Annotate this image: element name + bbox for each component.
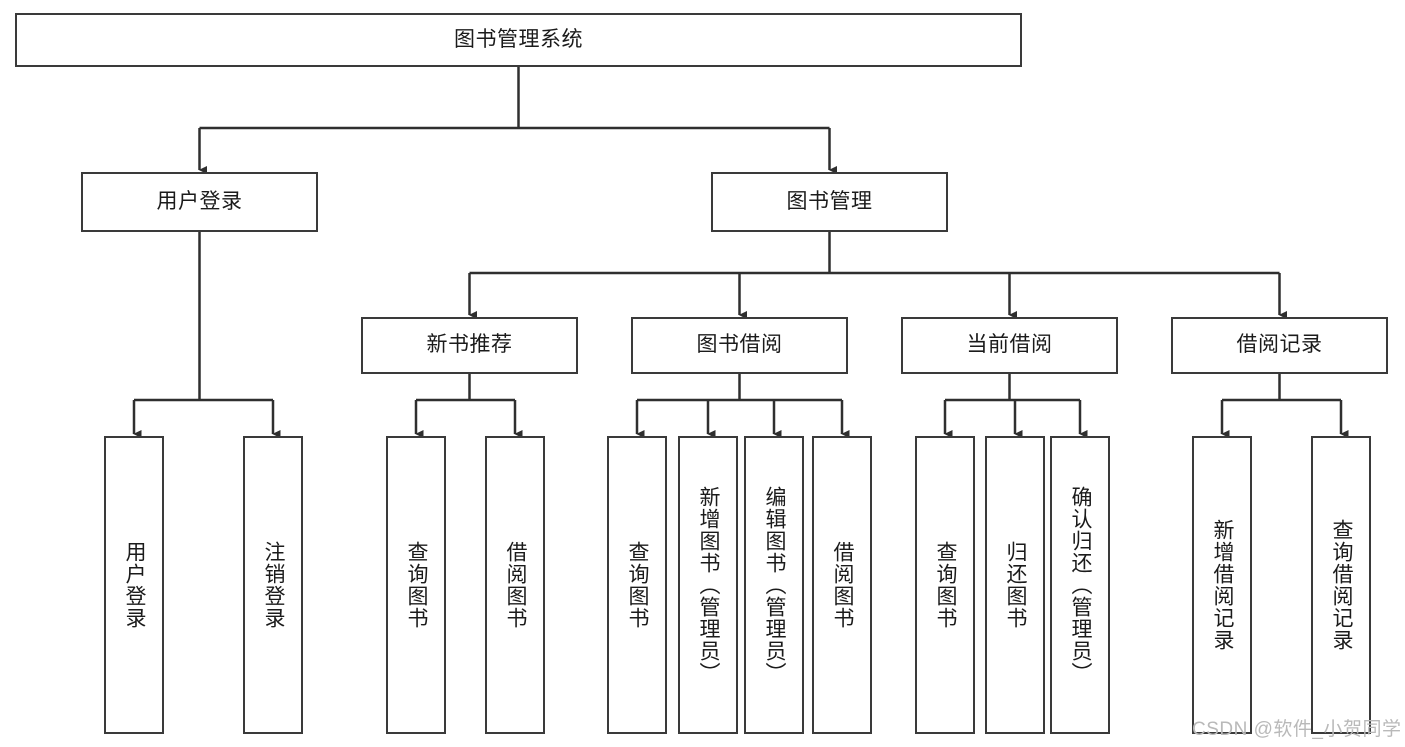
node-label: 编辑图书（管理员） bbox=[763, 486, 787, 684]
node-borrow[interactable]: 图书借阅 bbox=[631, 317, 848, 374]
node-c-confirm[interactable]: 确认归还（管理员） bbox=[1050, 436, 1110, 734]
node-b-edit[interactable]: 编辑图书（管理员） bbox=[744, 436, 804, 734]
node-label: 查询图书 bbox=[405, 541, 429, 629]
node-b-query[interactable]: 查询图书 bbox=[607, 436, 667, 734]
node-r-add[interactable]: 新增借阅记录 bbox=[1192, 436, 1252, 734]
node-label: 新书推荐 bbox=[426, 333, 513, 357]
node-label: 注销登录 bbox=[262, 541, 286, 629]
node-bookmgmt[interactable]: 图书管理 bbox=[711, 172, 948, 232]
node-label: 查询图书 bbox=[626, 541, 650, 629]
node-n-query[interactable]: 查询图书 bbox=[386, 436, 446, 734]
node-l-logout[interactable]: 注销登录 bbox=[243, 436, 303, 734]
node-login[interactable]: 用户登录 bbox=[81, 172, 318, 232]
node-b-add[interactable]: 新增图书（管理员） bbox=[678, 436, 738, 734]
node-r-query[interactable]: 查询借阅记录 bbox=[1311, 436, 1371, 734]
node-c-query[interactable]: 查询图书 bbox=[915, 436, 975, 734]
node-newbook[interactable]: 新书推荐 bbox=[361, 317, 578, 374]
node-label: 查询借阅记录 bbox=[1330, 519, 1354, 651]
node-label: 图书管理系统 bbox=[454, 27, 583, 51]
node-label: 新增图书（管理员） bbox=[697, 486, 721, 684]
node-label: 当前借阅 bbox=[966, 333, 1053, 357]
node-root[interactable]: 图书管理系统 bbox=[15, 13, 1022, 67]
node-label: 借阅图书 bbox=[504, 541, 528, 629]
node-records[interactable]: 借阅记录 bbox=[1171, 317, 1388, 374]
node-label: 借阅图书 bbox=[831, 541, 855, 629]
node-l-login[interactable]: 用户登录 bbox=[104, 436, 164, 734]
watermark: CSDN @软件_小贺同学 bbox=[1192, 719, 1402, 740]
node-label: 新增借阅记录 bbox=[1211, 519, 1235, 651]
node-n-borrow[interactable]: 借阅图书 bbox=[485, 436, 545, 734]
node-current[interactable]: 当前借阅 bbox=[901, 317, 1118, 374]
node-c-return[interactable]: 归还图书 bbox=[985, 436, 1045, 734]
edge-group bbox=[132, 67, 1349, 438]
node-label: 用户登录 bbox=[123, 541, 147, 629]
node-label: 图书管理 bbox=[786, 189, 873, 213]
node-b-lend[interactable]: 借阅图书 bbox=[812, 436, 872, 734]
node-label: 用户登录 bbox=[156, 189, 243, 213]
node-label: 借阅记录 bbox=[1236, 333, 1323, 357]
node-label: 归还图书 bbox=[1004, 541, 1028, 629]
node-label: 确认归还（管理员） bbox=[1069, 486, 1093, 684]
node-label: 查询图书 bbox=[934, 541, 958, 629]
node-label: 图书借阅 bbox=[696, 333, 783, 357]
